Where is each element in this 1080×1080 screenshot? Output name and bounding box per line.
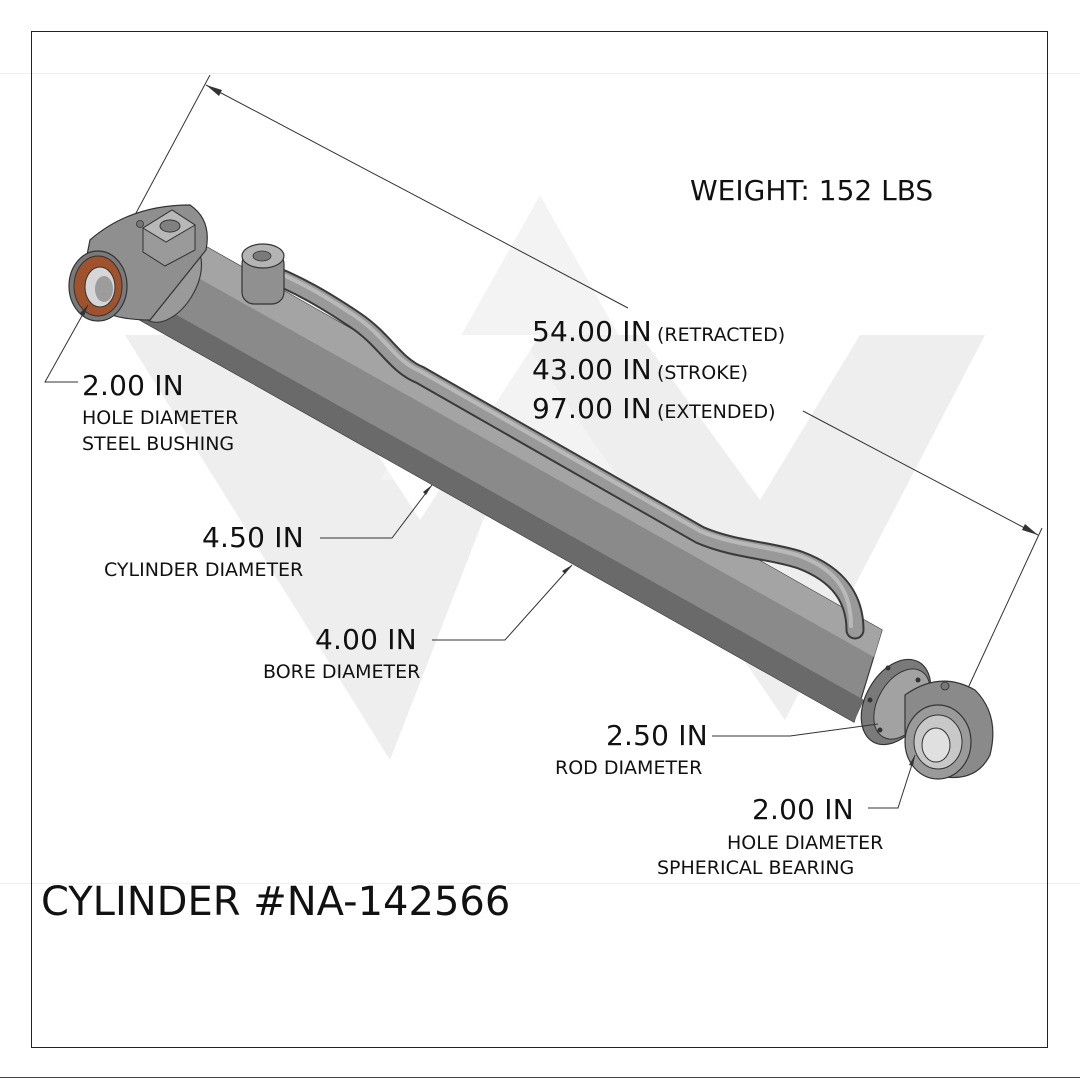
extended-dimension: 97.00 IN (EXTENDED)	[532, 395, 776, 423]
transfer-tube	[241, 243, 865, 640]
retracted-value: 54.00 IN	[532, 315, 652, 348]
rod-diameter-label: ROD DIAMETER	[555, 757, 703, 779]
extended-label: (EXTENDED)	[656, 401, 776, 423]
hole-top-value: 2.00 IN	[82, 369, 184, 402]
hole-top-label: HOLE DIAMETER	[82, 407, 239, 429]
cylinder-diameter-value: 4.50 IN	[202, 521, 304, 554]
guide-line-bottom	[0, 883, 1080, 884]
leader-lines	[44, 304, 916, 809]
extended-value: 97.00 IN	[532, 392, 652, 425]
rear-eye-mount	[68, 204, 208, 322]
hole-bottom-sublabel: SPHERICAL BEARING	[657, 857, 855, 879]
bore-diameter-value: 4.00 IN	[315, 623, 417, 656]
hole-bottom-value: 2.00 IN	[752, 793, 854, 826]
cylinder-diameter-label: CYLINDER DIAMETER	[104, 559, 304, 581]
retracted-label: (RETRACTED)	[656, 324, 786, 346]
hole-bottom-label: HOLE DIAMETER	[727, 832, 884, 854]
drawing-title: CYLINDER #NA-142566	[41, 879, 511, 925]
outer-border	[0, 1077, 1080, 1078]
retracted-dimension: 54.00 IN (RETRACTED)	[532, 318, 785, 346]
stroke-dimension: 43.00 IN (STROKE)	[532, 356, 748, 384]
rod-diameter-value: 2.50 IN	[606, 719, 708, 752]
overall-length-dimension	[127, 74, 1043, 689]
rod-end-mount	[860, 658, 994, 780]
bore-diameter-label: BORE DIAMETER	[263, 661, 421, 683]
stroke-label: (STROKE)	[656, 362, 749, 384]
drawing-frame	[31, 31, 1048, 1048]
hole-top-sublabel: STEEL BUSHING	[82, 433, 235, 455]
stroke-value: 43.00 IN	[532, 353, 652, 386]
guide-line-top	[0, 73, 1080, 74]
weight-label: WEIGHT: 152 LBS	[690, 174, 934, 207]
